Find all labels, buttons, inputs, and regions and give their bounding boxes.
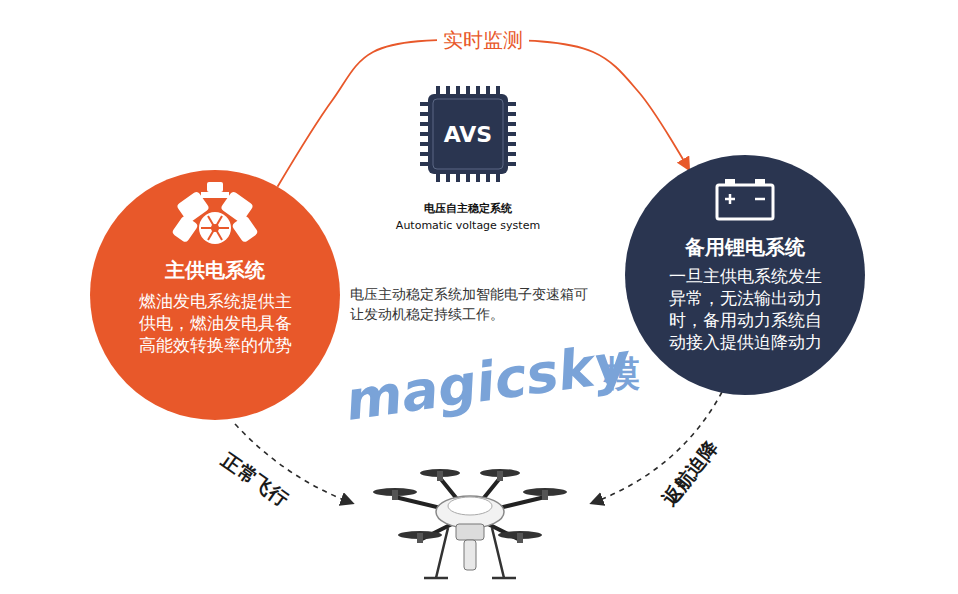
main-power-circle: 主供电系统燃油发电系统提供主供电，燃油发电具备高能效转换率的优势: [90, 170, 340, 420]
chip-node: AVS 电压自主稳定系统 Automatic voltage system: [383, 82, 553, 254]
circle-body: 燃油发电系统提供主供电，燃油发电具备高能效转换率的优势: [135, 290, 295, 356]
edge-label: 实时监测: [437, 27, 529, 54]
watermark: magicsky: [342, 334, 608, 434]
circle-heading: 主供电系统: [115, 258, 315, 282]
watermark: 模: [600, 352, 644, 395]
drone-illustration: [373, 469, 567, 578]
chip-title-cn: 电压自主稳定系统: [383, 202, 553, 215]
backup-battery-circle: 备用锂电系统一旦主供电系统发生异常，无法输出动力时，备用动力系统自动接入提供迫降…: [625, 155, 865, 395]
chip-title-en: Automatic voltage system: [383, 219, 553, 232]
circle-body: 一旦主供电系统发生异常，无法输出动力时，备用动力系统自动接入提供迫降动力: [665, 265, 825, 353]
arrow-label: 正常飞行: [208, 441, 303, 517]
arrow-label: 返航迫降: [650, 427, 730, 520]
center-note: 电压主动稳定系统加智能电子变速箱可让发动机稳定持续工作。: [350, 284, 598, 325]
monitor-arc: [278, 40, 689, 187]
chip-label: AVS: [428, 122, 508, 148]
circle-heading: 备用锂电系统: [645, 235, 845, 259]
